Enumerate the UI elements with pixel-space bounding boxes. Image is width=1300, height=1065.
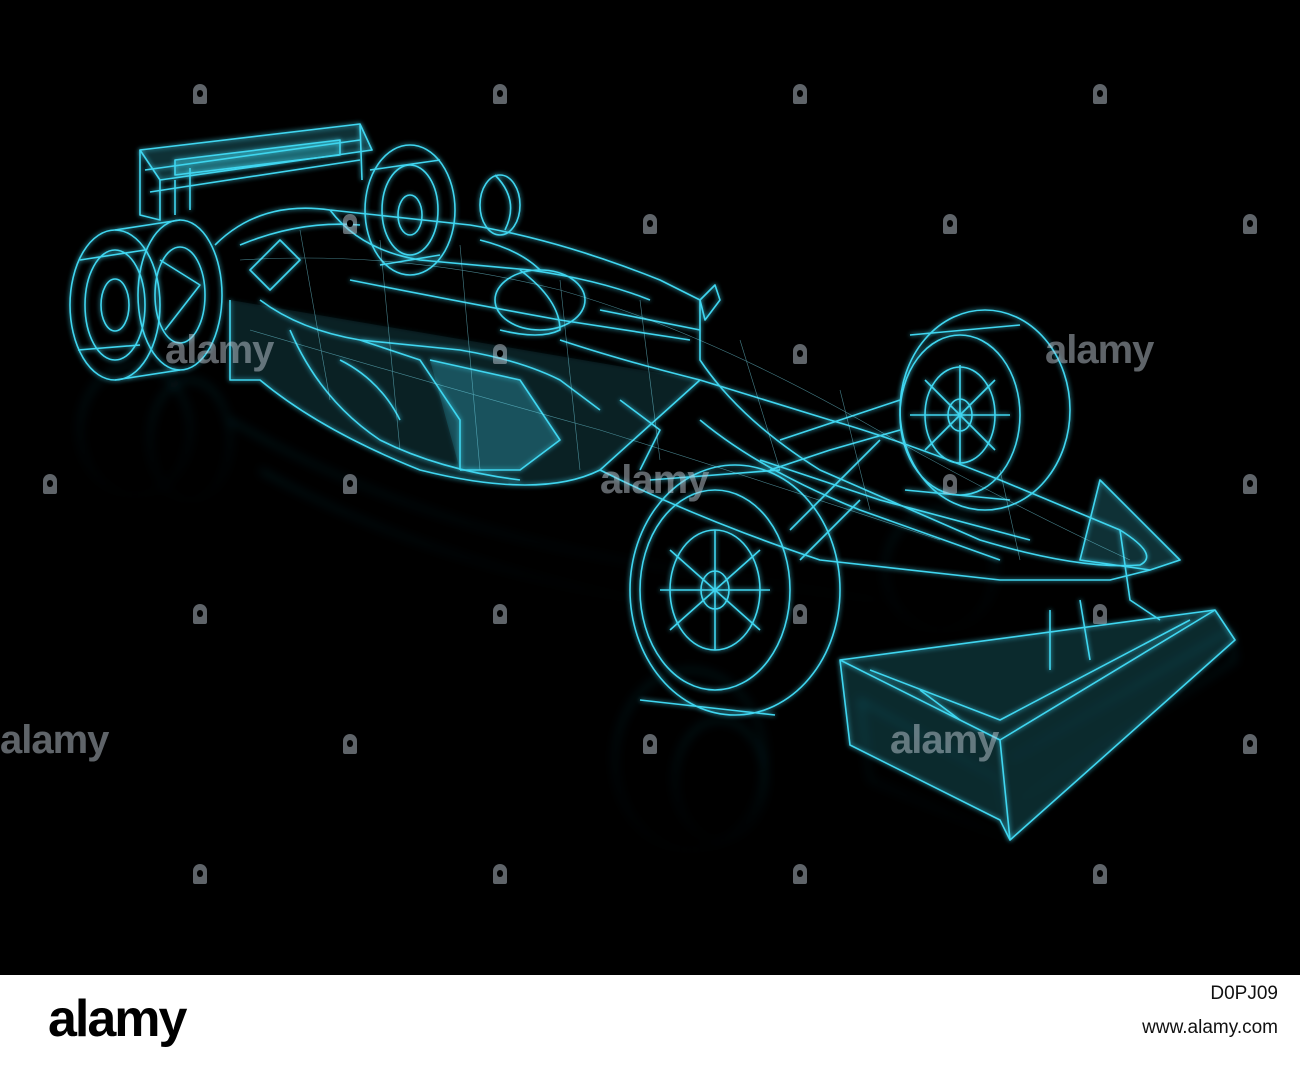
front-right-wheel — [769, 309, 1071, 511]
watermark-mark — [1093, 84, 1107, 104]
watermark-text: alamy — [890, 718, 999, 762]
watermark-mark — [343, 734, 357, 754]
watermark-text: alamy — [1045, 328, 1154, 372]
watermark-mark — [493, 604, 507, 624]
watermark-mark — [43, 474, 57, 494]
watermark-mark — [943, 214, 957, 234]
watermark-mark — [193, 864, 207, 884]
rear-right-wheel — [364, 144, 521, 276]
car-wireframe — [69, 123, 1236, 841]
rear-wing — [139, 123, 373, 221]
stock-footer-banner: alamy D0PJ09 www.alamy.com — [0, 975, 1300, 1065]
watermark-mark — [343, 474, 357, 494]
watermark-mark — [793, 604, 807, 624]
watermark-mark — [1093, 864, 1107, 884]
watermark-text: alamy — [600, 458, 709, 502]
watermark-text: alamy — [165, 328, 274, 372]
front-wing — [839, 479, 1236, 841]
chassis — [214, 207, 1151, 581]
site-link[interactable]: www.alamy.com — [1142, 1017, 1278, 1038]
watermark-mark — [493, 344, 507, 364]
watermark-mark — [1093, 604, 1107, 624]
watermark-mark — [943, 474, 957, 494]
watermark-mark — [193, 84, 207, 104]
watermark-mark — [1243, 734, 1257, 754]
watermark-mark — [793, 84, 807, 104]
watermark-mark — [193, 604, 207, 624]
alamy-logo[interactable]: alamy — [48, 990, 187, 1048]
watermark-text: alamy — [0, 718, 109, 762]
mesh-detail — [239, 229, 1131, 561]
image-id: D0PJ09 — [1210, 983, 1278, 1004]
watermark-mark — [643, 734, 657, 754]
wireframe-car-scene — [69, 123, 1237, 852]
watermark-mark — [1243, 474, 1257, 494]
watermark-mark — [793, 864, 807, 884]
watermark-mark — [1243, 214, 1257, 234]
watermark-mark — [793, 344, 807, 364]
watermark-mark — [493, 864, 507, 884]
watermark-mark — [493, 84, 507, 104]
rear-left-wheel — [69, 219, 223, 381]
watermark-mark — [643, 214, 657, 234]
watermark-mark — [343, 214, 357, 234]
front-left-wheel — [629, 439, 881, 716]
